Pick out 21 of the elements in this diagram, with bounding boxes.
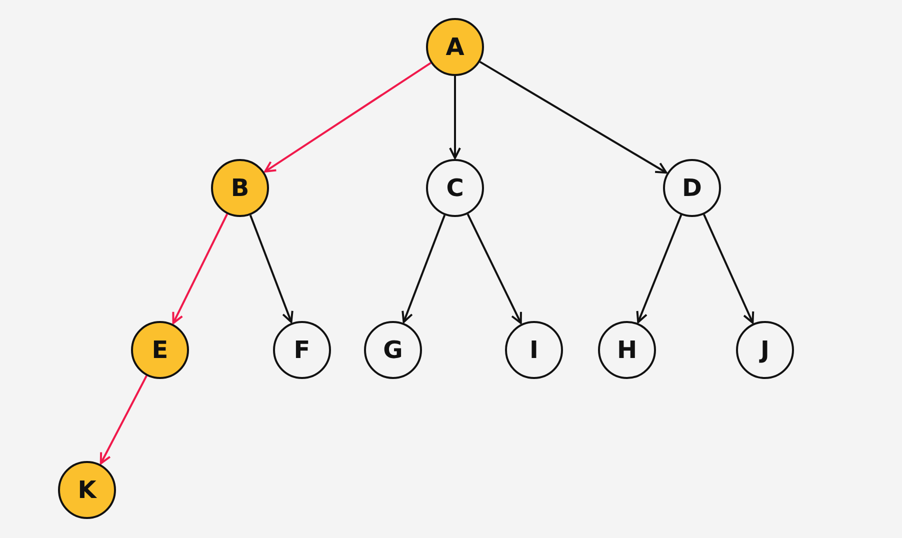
- arrow: [703, 214, 754, 324]
- node-label: J: [760, 336, 770, 364]
- node-label: G: [383, 336, 403, 364]
- node-label: D: [682, 174, 702, 202]
- arrow: [249, 214, 294, 323]
- arrow: [449, 76, 461, 159]
- node-label: F: [294, 336, 310, 364]
- node-label: B: [230, 174, 250, 202]
- node-label: C: [446, 174, 464, 202]
- arrow: [402, 214, 446, 323]
- arrow: [466, 214, 522, 324]
- arrow: [636, 214, 682, 324]
- arrow: [479, 60, 668, 174]
- node-label: E: [152, 336, 168, 364]
- arrow: [100, 375, 148, 464]
- node-label: K: [78, 476, 96, 504]
- node-label: I: [530, 336, 538, 364]
- arrow: [264, 62, 432, 173]
- node-label: A: [446, 33, 464, 61]
- node-label: H: [616, 336, 638, 364]
- arrow: [172, 214, 228, 324]
